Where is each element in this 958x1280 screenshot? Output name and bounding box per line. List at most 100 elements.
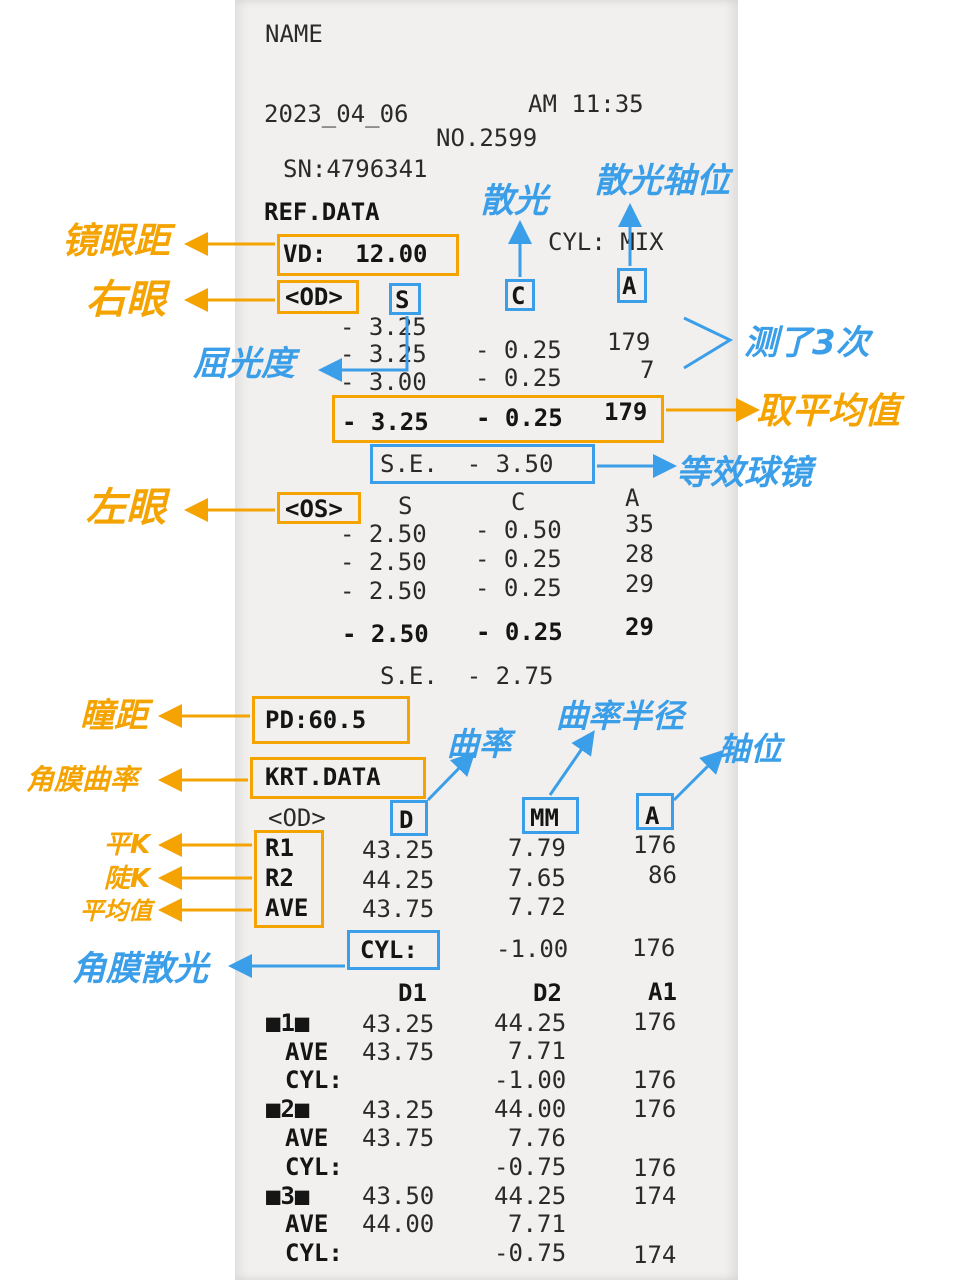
ref-data-title: REF.DATA bbox=[264, 198, 380, 226]
krt-r2-label: R2 bbox=[265, 864, 294, 892]
od-row2-s: - 3.25 bbox=[340, 340, 427, 368]
meas2-ave-mm: 7.76 bbox=[508, 1124, 566, 1152]
meas2-label: ■2■ bbox=[266, 1095, 310, 1123]
meas1-cyl-label: CYL: bbox=[285, 1066, 343, 1094]
os-avg-a: 29 bbox=[625, 613, 654, 641]
annotation-ave: 平均值 bbox=[80, 897, 152, 925]
annotation-axis: 散光轴位 bbox=[594, 161, 730, 201]
meas1-cyl: -1.00 bbox=[494, 1066, 567, 1094]
serial-number: SN:4796341 bbox=[283, 155, 428, 183]
krt-subheader-d1: D1 bbox=[398, 979, 427, 1007]
meas3-cyl: -0.75 bbox=[494, 1239, 567, 1267]
os-header-a: A bbox=[625, 484, 640, 512]
os-header-c: C bbox=[511, 488, 526, 516]
od-row3-a: 7 bbox=[640, 356, 655, 384]
od-se: S.E. - 3.50 bbox=[380, 450, 554, 478]
meas1-ave-d: 43.75 bbox=[362, 1038, 435, 1066]
krt-r2-d: 44.25 bbox=[362, 866, 435, 894]
meas2-cyl: -0.75 bbox=[494, 1153, 567, 1181]
annotation-steep-k: 陡K bbox=[104, 864, 151, 894]
krt-header-a: A bbox=[645, 802, 660, 830]
pd-value: PD:60.5 bbox=[265, 706, 367, 734]
krt-ave-mm: 7.72 bbox=[508, 893, 566, 921]
os-se: S.E. - 2.75 bbox=[380, 662, 554, 690]
annotation-cyl: 散光 bbox=[480, 181, 548, 221]
receipt-paper bbox=[235, 0, 738, 1280]
annotation-three-times: 测了3次 bbox=[744, 323, 870, 363]
record-number: NO.2599 bbox=[436, 124, 538, 152]
krt-od-tag: <OD> bbox=[268, 804, 326, 832]
annotation-se: 等效球镜 bbox=[676, 453, 812, 493]
krt-r2-a: 86 bbox=[648, 861, 677, 889]
meas3-d1: 43.50 bbox=[362, 1182, 435, 1210]
krt-r1-label: R1 bbox=[265, 834, 294, 862]
os-avg-c: - 0.25 bbox=[476, 618, 563, 646]
cyl-highlight-box bbox=[505, 279, 535, 311]
od-header-c: C bbox=[511, 282, 526, 310]
krt-header-mm: MM bbox=[530, 804, 559, 832]
os-header-s: S bbox=[398, 492, 413, 520]
pd-highlight-box bbox=[252, 696, 410, 744]
krt-r1-a: 176 bbox=[633, 831, 677, 859]
annotation-os: 左眼 bbox=[86, 485, 166, 531]
od-tag: <OD> bbox=[285, 283, 343, 311]
k-values-highlight-box bbox=[254, 830, 324, 928]
meas3-a1: 174 bbox=[633, 1182, 677, 1210]
cyl-mode: CYL: MIX bbox=[548, 228, 664, 256]
os-row2-s: - 2.50 bbox=[340, 548, 427, 576]
krt-r2-mm: 7.65 bbox=[508, 864, 566, 892]
sphere-arrow bbox=[318, 316, 409, 382]
sphere-highlight-box bbox=[389, 283, 421, 315]
annotation-vd: 镜眼距 bbox=[62, 221, 171, 262]
print-date: 2023_04_06 bbox=[264, 100, 409, 128]
radius-arrow bbox=[548, 730, 595, 796]
meas1-ave-mm: 7.71 bbox=[508, 1037, 566, 1065]
annotation-krt-axis: 轴位 bbox=[718, 730, 783, 768]
os-row1-a: 35 bbox=[625, 510, 654, 538]
os-tag: <OS> bbox=[285, 495, 343, 523]
os-row3-c: - 0.25 bbox=[475, 574, 562, 602]
os-highlight-box bbox=[277, 492, 361, 524]
os-row3-a: 29 bbox=[625, 570, 654, 598]
meas3-d2: 44.25 bbox=[494, 1182, 567, 1210]
annotation-pd: 瞳距 bbox=[80, 696, 148, 736]
meas1-d2: 44.25 bbox=[494, 1009, 567, 1037]
od-average-highlight-box bbox=[332, 395, 664, 443]
meas1-a1: 176 bbox=[633, 1008, 677, 1036]
od-avg-a: 179 bbox=[604, 398, 648, 426]
name-field: NAME bbox=[265, 20, 323, 48]
annotation-od: 右眼 bbox=[86, 277, 166, 323]
krt-header-d: D bbox=[399, 806, 414, 834]
annotation-krt: 角膜曲率 bbox=[26, 763, 139, 796]
meas3-ave-label: AVE bbox=[285, 1210, 329, 1238]
od-highlight-box bbox=[277, 280, 359, 314]
meas1-cyl-a: 176 bbox=[633, 1066, 677, 1094]
od-row2-a: 179 bbox=[607, 328, 651, 356]
meas3-ave-d: 44.00 bbox=[362, 1210, 435, 1238]
os-row2-a: 28 bbox=[625, 540, 654, 568]
krt-cyl-value: -1.00 bbox=[496, 935, 569, 963]
krt-subheader-d2: D2 bbox=[533, 979, 562, 1007]
krt-axis-arrow bbox=[672, 749, 725, 802]
vd-value: VD: 12.00 bbox=[283, 240, 428, 268]
os-row1-s: - 2.50 bbox=[340, 520, 427, 548]
meas3-cyl-a: 174 bbox=[633, 1241, 677, 1269]
radius-highlight-box bbox=[522, 797, 579, 834]
meas3-label: ■3■ bbox=[266, 1182, 310, 1210]
krt-cyl-label: CYL: bbox=[360, 936, 418, 964]
annotation-flat-k: 平K bbox=[104, 830, 151, 860]
od-header-a: A bbox=[622, 272, 637, 300]
od-avg-c: - 0.25 bbox=[476, 404, 563, 432]
annotation-average: 取平均值 bbox=[756, 391, 901, 432]
three-times-bracket bbox=[683, 316, 734, 370]
meas1-d1: 43.25 bbox=[362, 1010, 435, 1038]
krt-ave-label: AVE bbox=[265, 894, 309, 922]
print-time: AM 11:35 bbox=[528, 90, 644, 118]
corneal-cyl-highlight-box bbox=[347, 930, 440, 970]
os-avg-s: - 2.50 bbox=[342, 620, 429, 648]
os-row3-s: - 2.50 bbox=[340, 577, 427, 605]
od-row2-c: - 0.25 bbox=[475, 336, 562, 364]
krt-axis-highlight-box bbox=[636, 793, 674, 830]
meas2-cyl-a: 176 bbox=[633, 1154, 677, 1182]
